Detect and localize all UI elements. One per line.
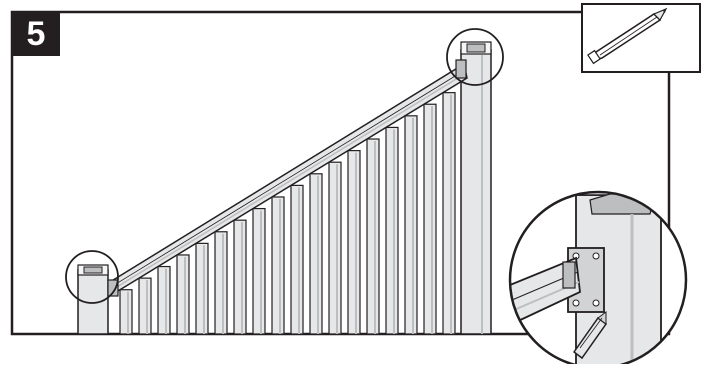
baluster	[367, 139, 379, 334]
right-bracket	[456, 60, 466, 78]
baluster	[291, 185, 303, 334]
tool-box	[582, 4, 700, 72]
baluster	[386, 127, 398, 334]
baluster	[405, 116, 417, 334]
baluster	[139, 278, 151, 334]
baluster	[310, 174, 322, 334]
baluster	[177, 255, 189, 334]
baluster	[443, 93, 455, 334]
baluster	[329, 162, 341, 334]
step-number-badge: 5	[12, 12, 60, 56]
baluster	[120, 290, 132, 334]
baluster	[196, 243, 208, 334]
baluster	[215, 232, 227, 334]
baluster	[272, 197, 284, 334]
baluster	[348, 151, 360, 334]
baluster	[234, 220, 246, 334]
baluster	[424, 104, 436, 334]
baluster	[253, 209, 265, 334]
baluster	[158, 267, 170, 334]
